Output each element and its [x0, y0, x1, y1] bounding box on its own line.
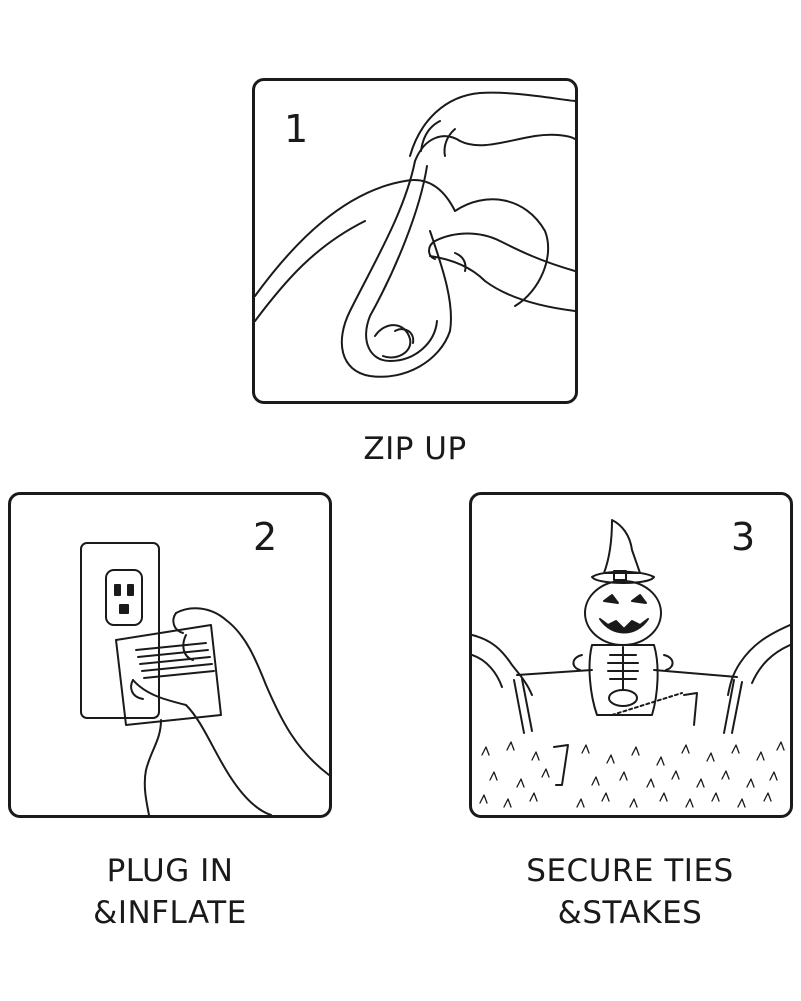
step-2-panel: [8, 492, 332, 818]
step-1-panel: [252, 78, 578, 404]
step-1-caption: ZIP UP: [300, 428, 530, 470]
plug-into-outlet-icon: [80, 542, 329, 815]
step-2-caption-line: PLUG IN: [106, 853, 234, 889]
step-3-caption: SECURE TIES &STAKES: [490, 850, 770, 934]
step-3-caption-line: &STAKES: [557, 895, 703, 931]
step-3-panel: [469, 492, 793, 818]
step-3-number: 3: [731, 515, 756, 559]
step-2-number: 2: [253, 515, 278, 559]
step-1-number: 1: [284, 107, 309, 151]
stake-inflatable-icon: [472, 519, 790, 808]
step-1-caption-line: ZIP UP: [363, 431, 467, 467]
hands-zipping-bag-icon: [255, 91, 575, 378]
step-3-caption-line: SECURE TIES: [526, 853, 734, 889]
step-2-caption-line: &INFLATE: [93, 895, 247, 931]
step-2-caption: PLUG IN &INFLATE: [40, 850, 300, 934]
